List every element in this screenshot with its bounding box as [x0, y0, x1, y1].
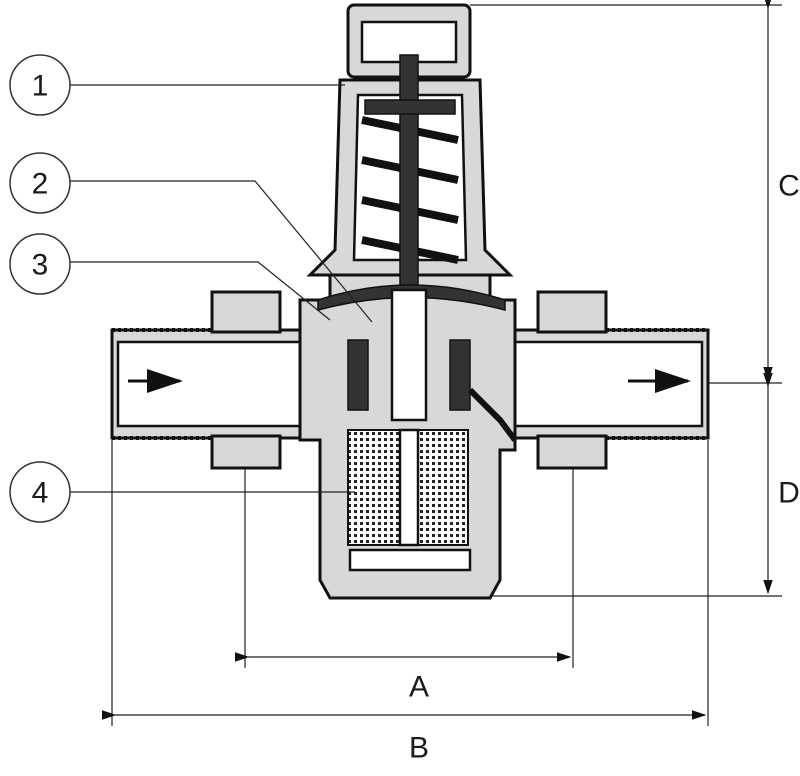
dimension-c-label: C	[778, 170, 800, 203]
callout-4: 4	[9, 461, 71, 523]
callout-label: 4	[32, 477, 49, 510]
leader-lines	[70, 84, 373, 493]
dimension-a-label: A	[409, 671, 429, 704]
valve-body	[110, 3, 710, 600]
dimension-b-label: B	[409, 732, 429, 765]
callout-2: 2	[9, 152, 71, 214]
dimension-d-label: D	[778, 477, 800, 510]
callout-1: 1	[9, 54, 71, 116]
callout-label: 1	[32, 70, 49, 103]
extension-lines	[111, 4, 782, 726]
callout-label: 2	[32, 168, 49, 201]
filter-cartridge	[347, 428, 472, 572]
callout-label: 3	[32, 249, 49, 282]
callout-3: 3	[9, 233, 71, 295]
